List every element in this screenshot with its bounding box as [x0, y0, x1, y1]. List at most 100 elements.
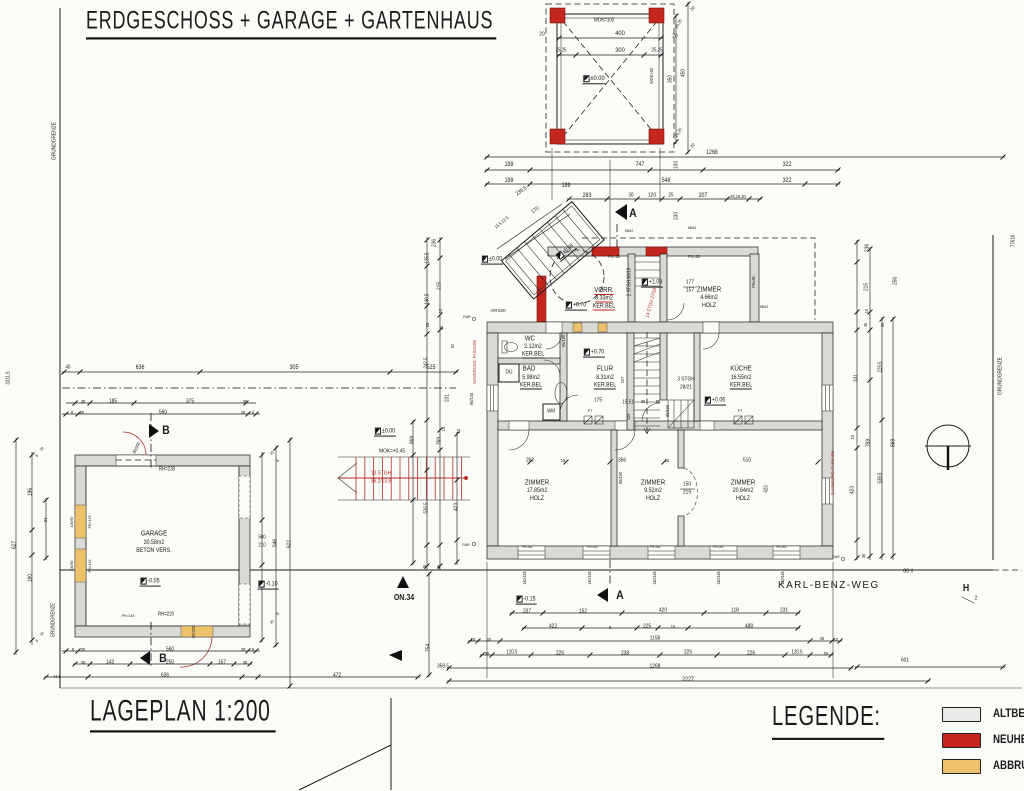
dim-label: KER.BEL: [521, 351, 545, 359]
dim-label: 450: [680, 68, 687, 78]
dim-label: KB#2: [687, 225, 697, 230]
dim-label: 601: [900, 657, 910, 664]
dim-label: +1.08: [640, 279, 664, 288]
external-stair: [337, 456, 470, 501]
dim-label: 120.5: [791, 649, 803, 656]
section-marker-a: A: [629, 206, 637, 220]
dim-label: 8.31m2: [596, 375, 614, 381]
dim-label: HOLZ: [701, 303, 717, 309]
dim-label: 30: [240, 646, 246, 652]
dim-label: 237: [522, 608, 532, 615]
dim-label: PH=85: [649, 544, 661, 549]
dim-label: 30: [79, 409, 85, 415]
dim-label: 769: [436, 436, 443, 446]
neuherstellung-swatch: [941, 733, 981, 748]
legend-item-label: NEUHERSTELLUNG: [992, 733, 1024, 746]
dim-label: PH=55: [608, 253, 620, 259]
dim-label: 140/145: [651, 571, 657, 585]
dim-label: 10: [437, 308, 443, 314]
section-a-arrow: [597, 588, 608, 602]
dim-label: +0.70: [564, 302, 588, 311]
dim-label: 30: [628, 192, 634, 199]
street-label: KARL-BENZ-WEG: [778, 579, 880, 591]
dim-label: PH=85: [750, 276, 756, 288]
dim-label: ARH100: [490, 307, 506, 313]
dim-label: 90/200: [190, 625, 196, 639]
dim-label: 375: [185, 398, 195, 405]
dim-label: 45: [860, 553, 866, 559]
dim-label: 15: [670, 623, 676, 629]
legend-title: LEGENDE:: [772, 700, 884, 740]
dim-label: 560: [158, 409, 168, 416]
dim-label: 3 STGH: [677, 376, 695, 383]
dim-label: 488: [744, 623, 754, 630]
section-b-arrow: [149, 424, 159, 438]
dim-label: 548: [661, 178, 671, 184]
dim-label: 9.52m2: [644, 488, 662, 494]
dim-label: -0.10: [257, 581, 279, 590]
dim-label: 300: [615, 46, 625, 54]
dim-label: 226: [555, 650, 565, 657]
dim-label: 510: [742, 457, 752, 464]
dim-label: 422: [548, 623, 558, 630]
dim-label: PH=85: [775, 544, 787, 549]
shower-symbol: [498, 363, 520, 383]
north-arrow: [397, 576, 409, 588]
dim-label: RAR: [462, 542, 470, 547]
dim-label: 120: [647, 192, 657, 199]
dim-label: 25: [668, 192, 674, 199]
dim-label: 143: [105, 659, 115, 666]
dim-label: 125.5: [424, 252, 431, 264]
dim-label: ±0.00: [481, 256, 503, 265]
dim-label: 45: [435, 564, 441, 570]
dim-label: 118: [731, 607, 739, 614]
label-on34: ON.34: [393, 593, 415, 602]
dim-label: 17.85m2: [526, 488, 548, 494]
dim-label: 420: [658, 607, 668, 614]
dim-label: 230: [673, 211, 680, 221]
house-plan: [472, 200, 845, 561]
dim-label: 157: [685, 287, 695, 294]
dim-label: PH=85: [688, 253, 700, 259]
hydrant-symbol: H: [962, 583, 970, 594]
dim-label: 215: [436, 281, 443, 291]
dim-label: 100: [673, 160, 680, 170]
dim-label: 65/190: [560, 334, 566, 348]
room-kueche: KÜCHE: [730, 365, 752, 373]
dim-label: 472: [332, 672, 342, 679]
legend-item-abbruch: ABBRUCH: [941, 759, 1024, 774]
dim-label: ±0.00: [374, 428, 396, 437]
dim-label: KER.BEL: [729, 382, 753, 390]
dim-label: PH=145: [87, 515, 92, 529]
dim-label: 92: [449, 343, 455, 349]
dim-label: 25,25: [555, 47, 567, 54]
dim-label: 36.2/13.8: [370, 478, 392, 485]
dim-label: 10: [833, 636, 839, 642]
dim-label: PT: [737, 408, 743, 413]
dim-label: WOK=100: [593, 17, 615, 24]
room-zimmer-2: ZIMMER: [524, 479, 550, 487]
dim-label: 38: [80, 659, 86, 665]
dim-label: -0.15: [515, 596, 537, 605]
dim-label: SANIERUNG. FASSADE: [829, 450, 835, 496]
dim-label: +0.06: [703, 397, 727, 406]
dim-label: 423: [849, 485, 856, 495]
dim-label: HOLZ: [645, 496, 661, 502]
dim-label: 231: [779, 607, 789, 614]
dim-label: 107: [619, 376, 625, 384]
dim-label: 525: [426, 365, 436, 371]
dim-label: 219: [682, 489, 692, 496]
dim-label: 77616: [1010, 234, 1017, 248]
dim-label: 2 STGH 30/19: [626, 267, 633, 297]
section-marker-b: B: [159, 651, 167, 665]
dim-label: 538.5: [877, 472, 884, 484]
dim-label: 152: [578, 608, 588, 615]
room-flur: FLUR: [596, 365, 614, 373]
dim-label: 55: [424, 322, 430, 328]
dim-label: DU: [505, 369, 513, 376]
room-zimmer-3: ZIMMER: [640, 479, 666, 487]
dim-label: 225: [683, 649, 693, 656]
dim-label: 236: [864, 243, 871, 253]
dim-label: RAR: [832, 554, 840, 559]
dim-label: 109: [625, 413, 631, 421]
